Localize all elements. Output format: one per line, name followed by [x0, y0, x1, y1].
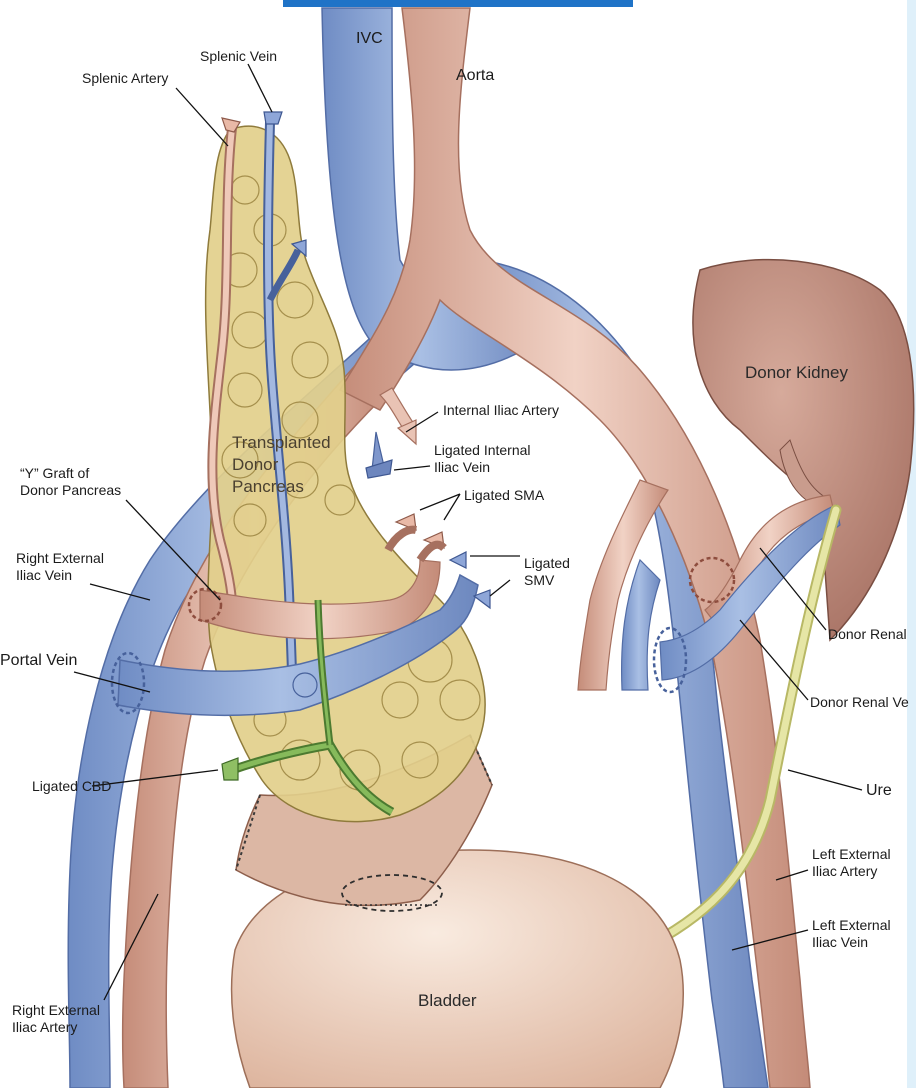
label-ligated-smv-line1: Ligated	[524, 555, 570, 572]
label-left-external-iliac-vein: Left External Iliac Vein	[812, 917, 891, 951]
label-donor-renal-vein: Donor Renal Ve	[810, 694, 909, 711]
label-ligated-smv-line2: SMV	[524, 572, 570, 589]
label-donor-kidney: Donor Kidney	[745, 364, 848, 381]
label-ligated-sma: Ligated SMA	[464, 487, 544, 504]
label-right-external-iliac-artery-line2: Iliac Artery	[12, 1019, 100, 1036]
label-ligated-internal-iliac-vein: Ligated Internal Iliac Vein	[434, 442, 531, 476]
label-right-external-iliac-artery: Right External Iliac Artery	[12, 1002, 100, 1036]
label-ligated-smv: Ligated SMV	[524, 555, 570, 589]
label-y-graft: “Y” Graft of Donor Pancreas	[20, 465, 121, 499]
label-ligated-internal-iliac-vein-line2: Iliac Vein	[434, 459, 531, 476]
label-internal-iliac-artery: Internal Iliac Artery	[443, 402, 559, 419]
label-right-external-iliac-vein-line2: Iliac Vein	[16, 567, 104, 584]
label-right-external-iliac-artery-line1: Right External	[12, 1002, 100, 1019]
label-aorta: Aorta	[456, 67, 494, 84]
label-donor-renal-artery: Donor Renal	[828, 626, 907, 643]
label-bladder: Bladder	[418, 992, 477, 1009]
label-right-external-iliac-vein: Right External Iliac Vein	[16, 550, 104, 584]
label-left-external-iliac-vein-line1: Left External	[812, 917, 891, 934]
label-ligated-internal-iliac-vein-line1: Ligated Internal	[434, 442, 531, 459]
label-y-graft-line1: “Y” Graft of	[20, 465, 121, 482]
label-right-external-iliac-vein-line1: Right External	[16, 550, 104, 567]
label-transplanted-line2: Donor	[232, 454, 331, 476]
label-portal-vein: Portal Vein	[0, 652, 77, 669]
label-transplanted-line3: Pancreas	[232, 476, 331, 498]
label-left-external-iliac-artery-line1: Left External	[812, 846, 891, 863]
label-left-external-iliac-vein-line2: Iliac Vein	[812, 934, 891, 951]
label-left-external-iliac-artery: Left External Iliac Artery	[812, 846, 891, 880]
label-ligated-cbd: Ligated CBD	[32, 778, 111, 795]
label-left-external-iliac-artery-line2: Iliac Artery	[812, 863, 891, 880]
label-y-graft-line2: Donor Pancreas	[20, 482, 121, 499]
label-splenic-artery: Splenic Artery	[82, 70, 168, 87]
label-transplanted-line1: Transplanted	[232, 432, 331, 454]
label-splenic-vein: Splenic Vein	[200, 48, 277, 65]
label-ivc: IVC	[356, 30, 383, 47]
label-ureter: Ure	[866, 782, 892, 799]
label-transplanted-pancreas: Transplanted Donor Pancreas	[232, 432, 331, 498]
